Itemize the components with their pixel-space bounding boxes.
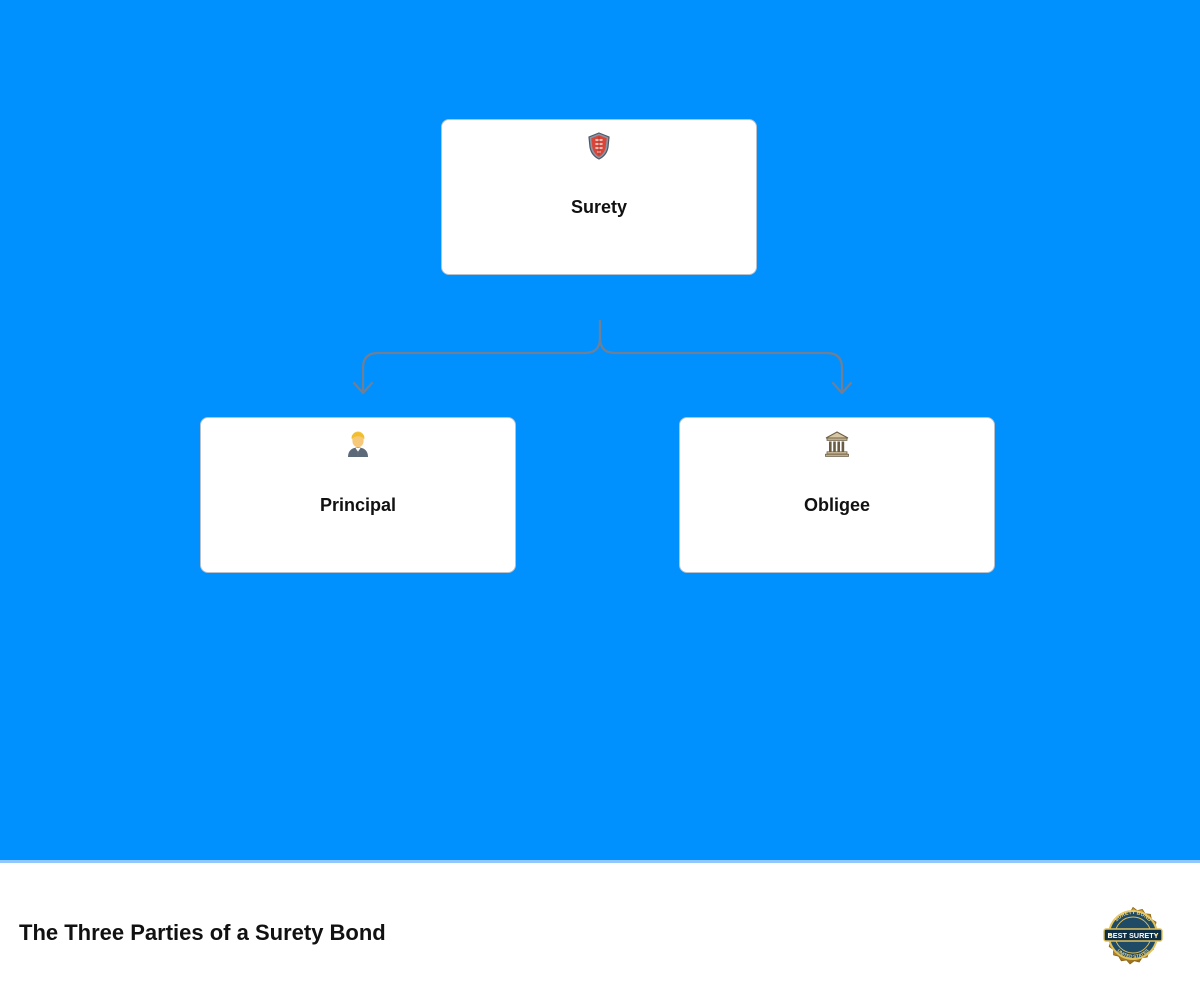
business-person-icon (348, 431, 368, 457)
connector-surety-obligee (598, 319, 844, 393)
section-divider (0, 860, 1200, 863)
arrowhead-principal (352, 381, 374, 395)
connector-surety-principal (361, 319, 602, 393)
obligee-label: Obligee (803, 495, 870, 515)
arrowhead-obligee (831, 381, 853, 395)
footer: The Three Parties of a Surety Bond BEST … (0, 863, 1200, 1000)
diagram-canvas: Surety Principal Obligee (0, 0, 1200, 861)
obligee-node: Obligee (679, 417, 995, 573)
principal-node: Principal (200, 417, 516, 573)
government-building-icon (825, 431, 849, 457)
diagram-title: The Three Parties of a Surety Bond (19, 920, 386, 945)
surety-node: Surety (441, 119, 757, 275)
surety-label: Surety (570, 197, 628, 217)
best-surety-logo: BEST SURETY SURETY BOND UNITED STATES (1103, 906, 1163, 965)
principal-label: Principal (319, 495, 397, 515)
shield-icon (588, 132, 610, 160)
logo-text-center: BEST SURETY (1107, 931, 1158, 940)
